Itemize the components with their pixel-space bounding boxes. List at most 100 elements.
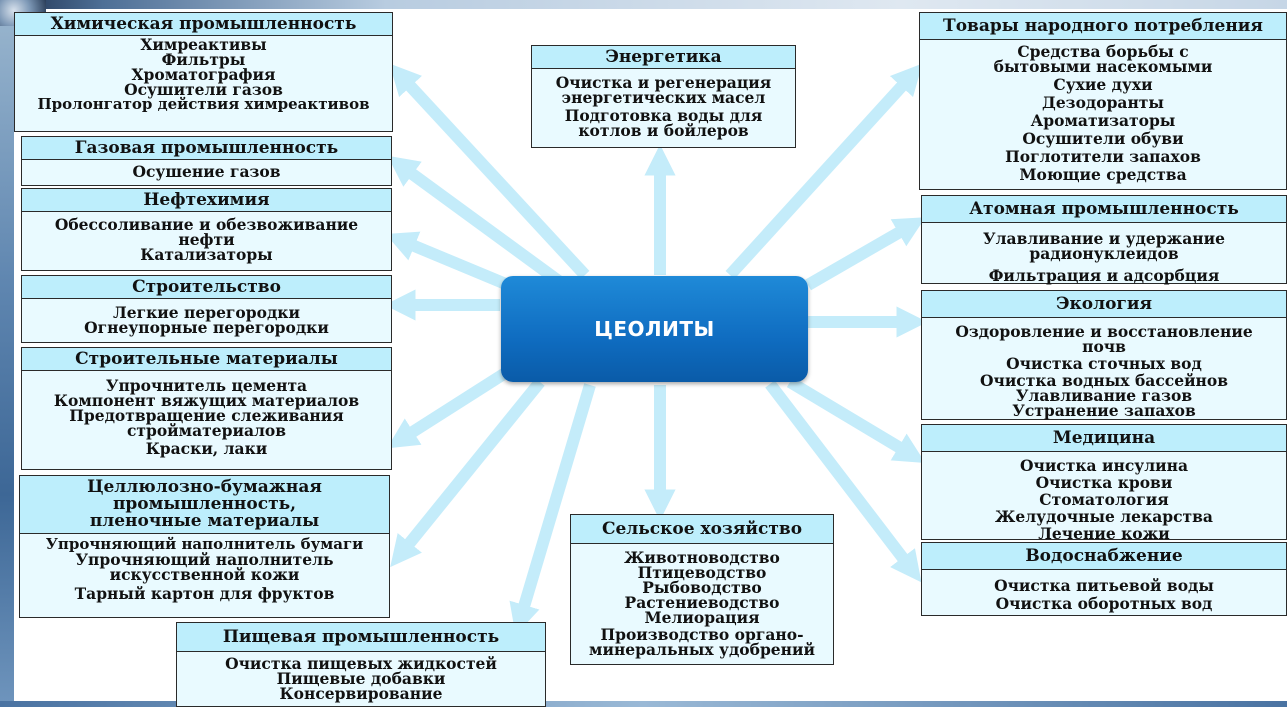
list-item: Средства борьбы с xyxy=(1017,42,1189,61)
list-item: Очистка пищевых жидкостей xyxy=(225,654,497,673)
box-energy: Энергетика Очистка и регенерация энергет… xyxy=(531,45,796,148)
box-title-line: промышленность, xyxy=(112,494,297,514)
box-building-materials: Строительные материалы Упрочнитель цемен… xyxy=(21,347,392,470)
arrow-neft xyxy=(385,231,523,296)
list-item: Осушение газов xyxy=(132,162,281,181)
list-item: бытовыми насекомыми xyxy=(993,57,1213,76)
list-item: Очистка и регенерация xyxy=(555,73,772,92)
box-title-line: Целлюлозно-бумажная xyxy=(87,477,322,497)
box-title: Атомная промышленность xyxy=(922,196,1286,223)
arrow-medic xyxy=(786,376,926,464)
box-consumer-goods: Товары народного потребления Средства бо… xyxy=(919,12,1287,190)
list-item: искусственной кожи xyxy=(109,565,300,584)
list-item: Растениеводство xyxy=(624,593,780,612)
list-item: Производство органо- xyxy=(600,625,804,644)
arrow-strmat xyxy=(386,364,514,449)
list-item: Упрочняющий наполнитель бумаги xyxy=(45,535,364,553)
list-item: Очистка питьевой воды xyxy=(994,576,1214,595)
list-item: Катализаторы xyxy=(140,245,273,264)
arrow-voda xyxy=(765,380,922,583)
list-item: энергетических масел xyxy=(561,88,766,107)
list-item: Желудочные лекарства xyxy=(995,507,1213,526)
list-item: Ароматизаторы xyxy=(1030,111,1176,130)
list-item: Мелиорация xyxy=(644,608,760,627)
box-title: Нефтехимия xyxy=(22,189,391,212)
list-item: Обессоливание и обезвоживание xyxy=(54,215,359,234)
list-item: Очистка сточных вод xyxy=(1006,354,1202,373)
arrow-tovary xyxy=(725,63,923,280)
list-item: Оздоровление и восстановление xyxy=(955,322,1253,341)
box-food-industry: Пищевая промышленность Очистка пищевых ж… xyxy=(176,622,546,707)
list-item: Сухие духи xyxy=(1053,75,1153,94)
box-petrochemistry: Нефтехимия Обессоливание и обезвоживание… xyxy=(21,188,392,271)
box-title: Медицина xyxy=(922,425,1286,452)
list-item: Консервирование xyxy=(279,684,443,703)
list-item: Пролонгатор действия химреактивов xyxy=(37,95,370,113)
list-item: Огнеупорные перегородки xyxy=(84,318,329,337)
list-item: Поглотители запахов xyxy=(1005,147,1201,166)
box-title: Экология xyxy=(922,291,1286,318)
list-item: нефти xyxy=(178,230,235,249)
list-item: Улавливание газов xyxy=(1015,386,1193,405)
arrow-atom xyxy=(805,217,926,291)
list-item: Химреактивы xyxy=(140,35,267,54)
box-title: Энергетика xyxy=(532,46,795,69)
box-gas-industry: Газовая промышленность Осушение газов xyxy=(21,136,392,186)
list-item: Лечение кожи xyxy=(1038,524,1170,543)
box-title: Сельское хозяйство xyxy=(571,515,833,544)
list-item: Очистка крови xyxy=(1035,473,1173,492)
list-item: Упрочняющий наполнитель xyxy=(75,550,334,569)
box-title: Целлюлозно-бумажная промышленность, плен… xyxy=(20,476,389,534)
list-item: Дезодоранты xyxy=(1042,93,1164,112)
list-item: Упрочнитель цемента xyxy=(105,376,308,395)
box-construction: Строительство Легкие перегородки Огнеупо… xyxy=(21,275,392,343)
box-title-line: пленочные материалы xyxy=(89,511,320,531)
list-item: Предотвращение слеживания xyxy=(69,406,344,425)
list-item: Фильтры xyxy=(161,50,246,69)
box-agriculture: Сельское хозяйство Животноводство Птицев… xyxy=(570,514,834,665)
box-nuclear-industry: Атомная промышленность Улавливание и уде… xyxy=(921,195,1287,284)
box-chemical-industry: Химическая промышленность Химреактивы Фи… xyxy=(14,12,393,132)
list-item: Устранение запахов xyxy=(1012,401,1196,420)
window-frame-top xyxy=(0,0,1287,9)
arrow-cellul xyxy=(390,378,545,568)
list-item: Тарный картон для фруктов xyxy=(74,584,335,603)
list-item: Рыбоводство xyxy=(642,578,762,597)
list-item: почв xyxy=(1082,337,1126,356)
arrow-himiya xyxy=(389,63,590,280)
list-item: Улавливание и удержание xyxy=(983,229,1225,248)
box-water-supply: Водоснабжение Очистка питьевой воды Очис… xyxy=(921,542,1287,616)
box-medicine: Медицина Очистка инсулина Очистка крови … xyxy=(921,424,1287,543)
list-item: Осушители газов xyxy=(124,80,283,99)
list-item: радионуклеидов xyxy=(1029,244,1179,263)
list-item: Пищевые добавки xyxy=(276,669,446,688)
center-zeolites: ЦЕОЛИТЫ xyxy=(501,276,808,382)
list-item: Краски, лаки xyxy=(145,439,268,458)
box-title: Химическая промышленность xyxy=(15,13,392,36)
list-item: Подготовка воды для xyxy=(564,106,763,125)
box-pulp-paper: Целлюлозно-бумажная промышленность, плен… xyxy=(19,475,390,618)
box-title: Строительные материалы xyxy=(22,348,391,371)
list-item: Хроматография xyxy=(131,65,276,84)
arrow-pishch xyxy=(509,383,596,635)
list-item: Стоматология xyxy=(1039,490,1169,509)
list-item: Легкие перегородки xyxy=(113,303,300,322)
list-item: Очистка водных бассейнов xyxy=(979,371,1229,390)
list-item: Животноводство xyxy=(624,548,780,567)
list-item: котлов и бойлеров xyxy=(578,121,749,140)
list-item: Осушители обуви xyxy=(1022,129,1184,148)
window-frame-left xyxy=(0,0,14,707)
list-item: минеральных удобрений xyxy=(589,640,815,659)
list-item: Очистка оборотных вод xyxy=(995,594,1213,613)
list-item: Очистка инсулина xyxy=(1019,456,1189,475)
list-item: Птицеводство xyxy=(637,563,767,582)
box-title: Строительство xyxy=(22,276,391,299)
box-title: Товары народного потребления xyxy=(920,13,1286,40)
window-frame-bottom xyxy=(0,701,1287,707)
box-ecology: Экология Оздоровление и восстановление п… xyxy=(921,290,1287,420)
list-item: Компонент вяжущих материалов xyxy=(53,391,360,410)
list-item: Фильтрация и адсорбция xyxy=(988,266,1220,285)
box-title: Газовая промышленность xyxy=(22,137,391,160)
box-title: Пищевая промышленность xyxy=(177,623,545,652)
